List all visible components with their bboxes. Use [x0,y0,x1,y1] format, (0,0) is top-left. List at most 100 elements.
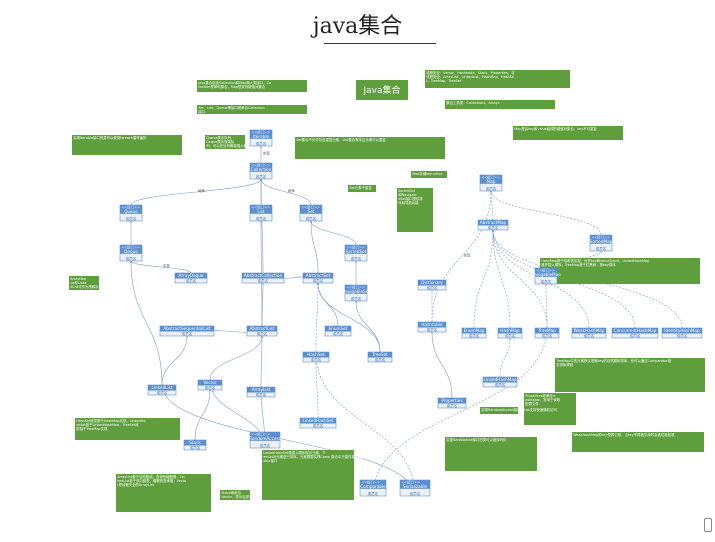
node-footer: 成员名 [205,385,216,390]
node-header [418,322,446,328]
node-header [478,220,508,226]
edge-collection-iterable: 实现 [261,146,270,163]
node-footer: 成员名 [375,357,386,362]
node-header [480,175,502,184]
node-footer: 成员名 [469,333,480,338]
note-text: Set集合不允许包含重复元素，List集合有序且元素可以重复 [296,137,386,142]
node-header [360,480,386,489]
node-label: SortedMap [590,239,613,244]
node-header [247,326,277,332]
node-header [300,205,322,214]
note-n_set: Set元素不重复 [348,185,376,192]
note-n_tools: 集合工具类：Collections、Arrays [445,100,555,109]
node-footer: 成员名 [258,278,269,283]
node-header [572,328,606,334]
node-footer: 成员名 [486,186,497,191]
note-n_queue: Queue表示队列，Deque表示双端队列，可以在队列两端插入和删除元素 [205,135,261,149]
node-stereotype: <<接口>> [401,480,420,485]
edge-line [318,283,339,327]
node-label: Queue [124,209,138,214]
node-label: HashMap [500,328,520,333]
node-stereotype: <<接口>> [251,432,270,437]
note-text: Map是由key和value组成的键值对集合，key不可重复 [514,126,597,131]
edge-treemap-navigablemap [546,284,548,329]
node-label: ConcurrentHashMap [614,328,657,333]
node-footer: 成员名 [256,141,267,146]
node-header [250,163,272,172]
nodes-layer: <<接口>>Iterable成员名<<接口>>Collection成员名<<接口… [119,130,703,497]
node-header [120,245,142,254]
edge-hashset-abstractset [315,283,318,353]
node-label: WeakHashMap [574,328,605,333]
note-text: 实现Iterable接口的类可以使用foreach循环遍历 [73,135,147,140]
node-label: TreeSet [371,352,388,357]
node-header [535,328,559,334]
node-stereotype: <<接口>> [361,480,380,485]
node-footer: 成员名 [260,443,271,448]
node-footer: 成员名 [541,279,552,284]
node-footer: 成员名 [256,392,267,397]
note-box [348,185,376,192]
node-label: EnumMap [464,328,485,333]
edge-arraylist-abstractlist [260,336,262,388]
node-footer: 成员名 [311,357,322,362]
node-label: RandomAccess [249,436,281,441]
edge-line [261,179,264,274]
edge-line [209,336,262,381]
edge-line [499,338,510,378]
node-header [498,328,522,334]
node-stereotype: <<接口>> [121,245,140,250]
edge-line [315,351,415,496]
note-n_set_desc: Set集合不允许包含重复元素，List集合有序且元素可以重复 [295,137,445,159]
note-n_random: 实现RandomAccess接口的List支持快速随机访问 [480,407,557,414]
node-label: EnumSet [329,326,348,331]
node-footer: 成员名 [596,246,607,251]
node-footer: 成员名 [542,333,553,338]
edge-enummap-abstractmap [473,230,493,329]
node-label: Collection [251,167,272,172]
node-header [483,377,517,383]
node-header [590,235,612,244]
node-header [160,326,214,332]
note-text: 集合中只能存放对象 [331,454,362,459]
note-text: HashMap基于哈希表实现，允许key和value为null；LinkedHa… [541,258,649,267]
edge-line [161,336,187,386]
note-box [197,105,307,114]
node-stereotype: <<接口>> [536,268,555,273]
node-footer: 成员名 [505,333,516,338]
edge-line [260,336,262,388]
note-box [425,70,570,88]
edge-line [432,332,453,399]
edge-linkedhashset-hashset [316,362,319,419]
node-footer: 成员名 [410,491,421,496]
node-stereotype: <<接口>> [481,175,500,180]
edge-linkedlist-abstractsequentiallist [161,336,187,386]
edge-line [311,221,357,246]
edge-label: 继承 [288,188,295,193]
node-header [345,245,367,254]
node-header [418,280,446,286]
node-header [250,432,280,441]
note-n_ser: 实现Serializable接口的类可以被序列化 [445,437,537,471]
node-stereotype: <<接口>> [121,205,140,210]
edge-line [131,261,163,386]
edge-line [493,230,683,329]
node-header [662,328,702,334]
node-footer: 成员名 [313,423,324,428]
